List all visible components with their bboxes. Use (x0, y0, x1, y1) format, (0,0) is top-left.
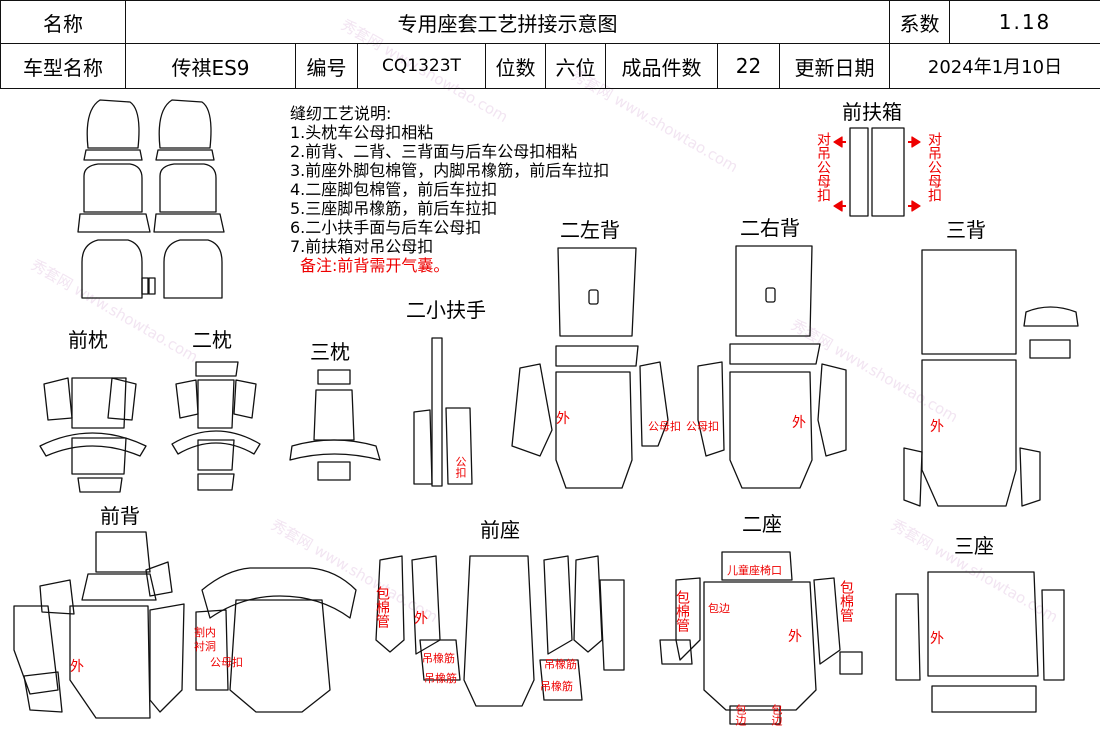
front-seat-pattern (375, 555, 625, 707)
label-small-armrest: 二小扶手 (406, 298, 486, 322)
label-front-back: 前背 (100, 504, 140, 528)
annotation-cotton-tube: 包棉管 (674, 590, 690, 632)
header-table: 名称 专用座套工艺拼接示意图 系数 1.18 车型名称 传祺ES9 编号 CQ1… (0, 0, 1100, 89)
annotation-outer: 外 (414, 611, 428, 627)
annotation-outer: 外 (70, 659, 84, 675)
label-third-headrest: 三枕 (310, 340, 350, 364)
annotation-rubber-band: 吊橡筋 (422, 652, 455, 665)
notes-heading: 缝纫工艺说明: (290, 104, 392, 123)
annotation-edge-wrap: 包边 (770, 704, 783, 726)
note-item: 5.三座脚吊橡筋，前后车拉扣 (290, 199, 498, 218)
label-second-right-back: 二右背 (740, 216, 800, 240)
coefficient-label: 系数 (889, 0, 950, 44)
label-second-headrest: 二枕 (192, 328, 232, 352)
seats-label: 位数 (485, 43, 546, 89)
pieces-label: 成品件数 (605, 43, 718, 89)
label-front-seat: 前座 (480, 518, 520, 542)
third-headrest-pattern (289, 369, 381, 481)
second-headrest-pattern (171, 361, 261, 491)
note-item: 3.前座外脚包棉管，内脚吊橡筋，前后车拉扣 (290, 161, 610, 180)
label-front-headrest: 前枕 (68, 328, 108, 352)
seats-value: 六位 (545, 43, 606, 89)
annotation-outer: 外 (556, 411, 570, 427)
second-seat-pattern (659, 551, 863, 725)
front-back-pattern (13, 531, 357, 719)
label-front-box: 前扶箱 (842, 100, 902, 124)
annotation-armrest-button: 公扣 (454, 456, 467, 478)
note-item: 2.前背、二背、三背面与后车公母扣相粘 (290, 142, 578, 161)
annotation-outer: 外 (930, 631, 944, 647)
code-value: CQ1323T (357, 43, 486, 89)
annotation-airbag-hole: 割内衬洞 (194, 626, 216, 653)
model-value: 传祺ES9 (125, 43, 296, 89)
annotation-cotton-tube: 包棉管 (374, 586, 390, 628)
note-item: 6.二小扶手面与后车公母扣 (290, 218, 482, 237)
label-second-left-back: 二左背 (560, 218, 620, 242)
name-label: 名称 (0, 0, 126, 44)
note-item: 4.二座脚包棉管，前后车拉扣 (290, 180, 498, 199)
annotation-cotton-tube: 包棉管 (838, 580, 854, 622)
annotation-outer: 外 (792, 415, 806, 431)
annotation-rubber-band: 吊橡筋 (544, 658, 577, 671)
date-label: 更新日期 (779, 43, 890, 89)
front-box-pattern (849, 127, 905, 217)
label-second-seat: 二座 (742, 512, 782, 536)
annotation-child-seat: 儿童座椅口 (727, 564, 782, 577)
annotation-male-female-button: 公母扣 (210, 656, 243, 669)
third-seat-pattern (895, 571, 1065, 713)
label-third-seat: 三座 (954, 534, 994, 558)
annotation-hang-button-left: 对吊公母扣 (815, 132, 831, 202)
second-left-back-pattern (511, 247, 669, 489)
annotation-edge-wrap: 包边 (708, 602, 730, 615)
sewing-notes: 缝纫工艺说明: 1.头枕车公母扣相粘 2.前背、二背、三背面与后车公母扣相粘 3… (290, 104, 609, 275)
annotation-edge-wrap: 包边 (734, 704, 747, 726)
note-item: 7.前扶箱对吊公母扣 (290, 237, 434, 256)
annotation-hang-button-right: 对吊公母扣 (926, 132, 942, 202)
label-third-back: 三背 (946, 218, 986, 242)
note-item: 1.头枕车公母扣相粘 (290, 123, 434, 142)
diagram-title: 专用座套工艺拼接示意图 (125, 0, 890, 44)
model-label: 车型名称 (0, 43, 126, 89)
hang-button-arrows (833, 136, 921, 212)
annotation-outer: 外 (788, 629, 802, 645)
annotation-rubber-band: 吊橡筋 (424, 672, 457, 685)
third-back-pattern (903, 249, 1079, 507)
date-value: 2024年1月10日 (889, 43, 1100, 89)
annotation-outer: 外 (930, 419, 944, 435)
annotation-button-left: 公母扣 (648, 420, 681, 433)
notes-remark: 备注:前背需开气囊。 (300, 256, 450, 275)
annotation-button-right: 公母扣 (686, 420, 719, 433)
small-armrest-pattern (413, 337, 473, 487)
seat-icons (77, 99, 225, 299)
front-headrest-pattern (39, 377, 147, 493)
code-label: 编号 (295, 43, 358, 89)
pieces-value: 22 (717, 43, 780, 89)
annotation-rubber-band: 吊橡筋 (540, 680, 573, 693)
second-right-back-pattern (697, 245, 847, 489)
